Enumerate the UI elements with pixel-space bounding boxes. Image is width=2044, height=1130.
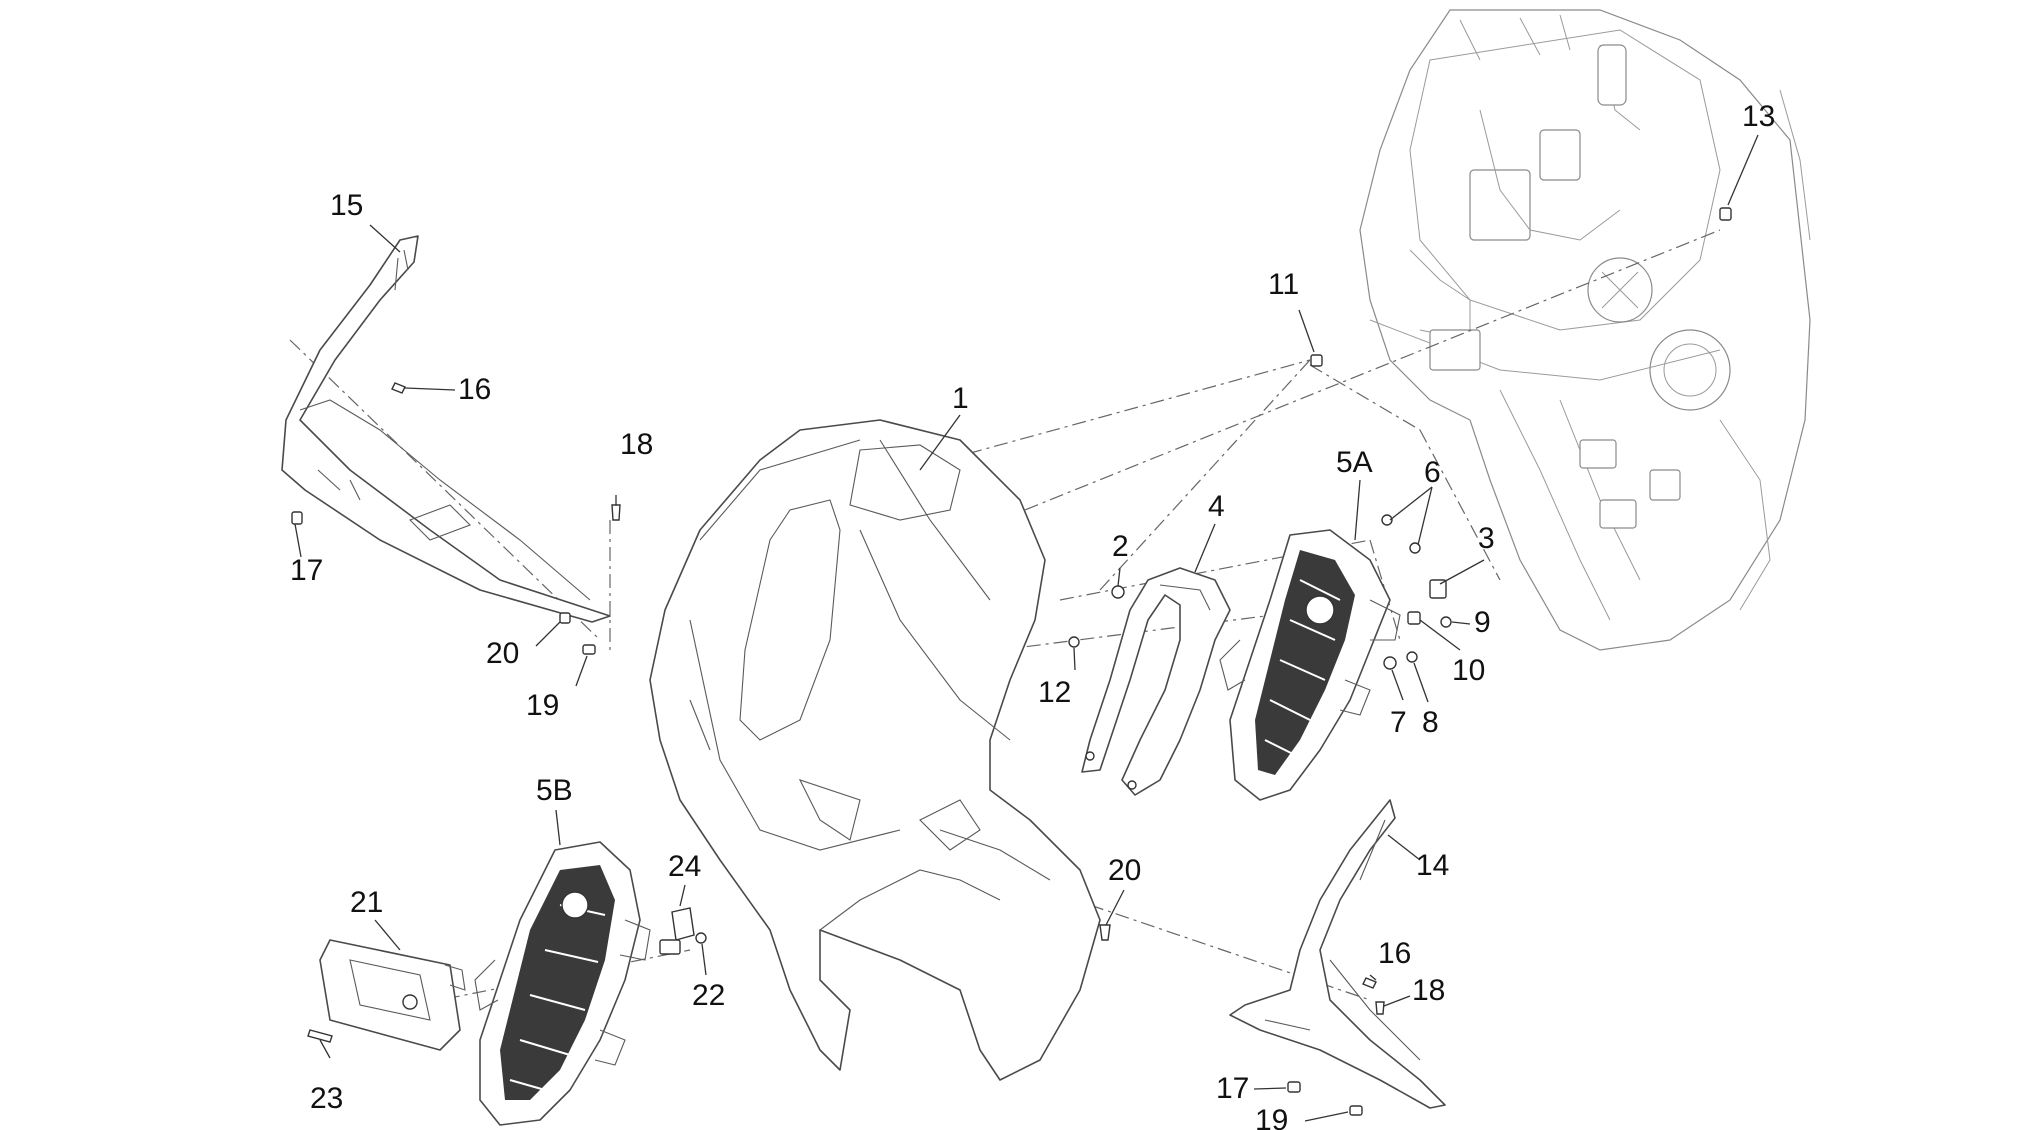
callout-5b: 5B <box>536 774 573 807</box>
callout-6: 6 <box>1424 456 1441 489</box>
callout-17a: 17 <box>290 554 323 587</box>
callout-22: 22 <box>692 979 725 1012</box>
part-4-grille-frame <box>1081 567 1231 796</box>
callout-19b: 19 <box>1255 1104 1288 1130</box>
callout-20b: 20 <box>1108 854 1141 887</box>
callout-14: 14 <box>1416 849 1449 882</box>
callout-19a: 19 <box>526 689 559 722</box>
callout-12: 12 <box>1038 676 1071 709</box>
part-5b-left-grille <box>474 841 651 1126</box>
callout-1: 1 <box>952 382 969 415</box>
callout-16b: 16 <box>1378 937 1411 970</box>
part-5a-right-grille <box>1219 529 1401 801</box>
callout-5a: 5A <box>1336 446 1373 479</box>
callout-18a: 18 <box>620 428 653 461</box>
part-14-lower-side-trim <box>1229 799 1446 1109</box>
callout-4: 4 <box>1208 490 1225 523</box>
leader-lines <box>294 134 1759 1122</box>
callout-18b: 18 <box>1412 974 1445 1007</box>
callout-13: 13 <box>1742 100 1775 133</box>
callout-11: 11 <box>1268 268 1299 301</box>
callout-16a: 16 <box>458 373 491 406</box>
callout-8: 8 <box>1422 706 1439 739</box>
callout-labels: 1 2 3 4 5A 5B 6 7 8 9 10 11 12 13 14 15 … <box>290 100 1775 1130</box>
fasteners <box>291 207 1732 1116</box>
callout-10: 10 <box>1452 654 1485 687</box>
callout-2: 2 <box>1112 530 1129 563</box>
callout-3: 3 <box>1478 522 1495 555</box>
callout-7: 7 <box>1390 706 1407 739</box>
callout-20a: 20 <box>486 637 519 670</box>
callout-15: 15 <box>330 189 363 222</box>
callout-21: 21 <box>350 886 383 919</box>
callout-23: 23 <box>310 1082 343 1115</box>
callout-9: 9 <box>1474 606 1491 639</box>
callout-17b: 17 <box>1216 1072 1249 1105</box>
part-21-plate-holder <box>319 939 466 1051</box>
scooter-frame-assembly <box>1359 9 1811 651</box>
part-15-upper-side-trim <box>281 235 611 623</box>
part-1-front-shield <box>649 419 1101 1081</box>
callout-24: 24 <box>668 850 701 883</box>
